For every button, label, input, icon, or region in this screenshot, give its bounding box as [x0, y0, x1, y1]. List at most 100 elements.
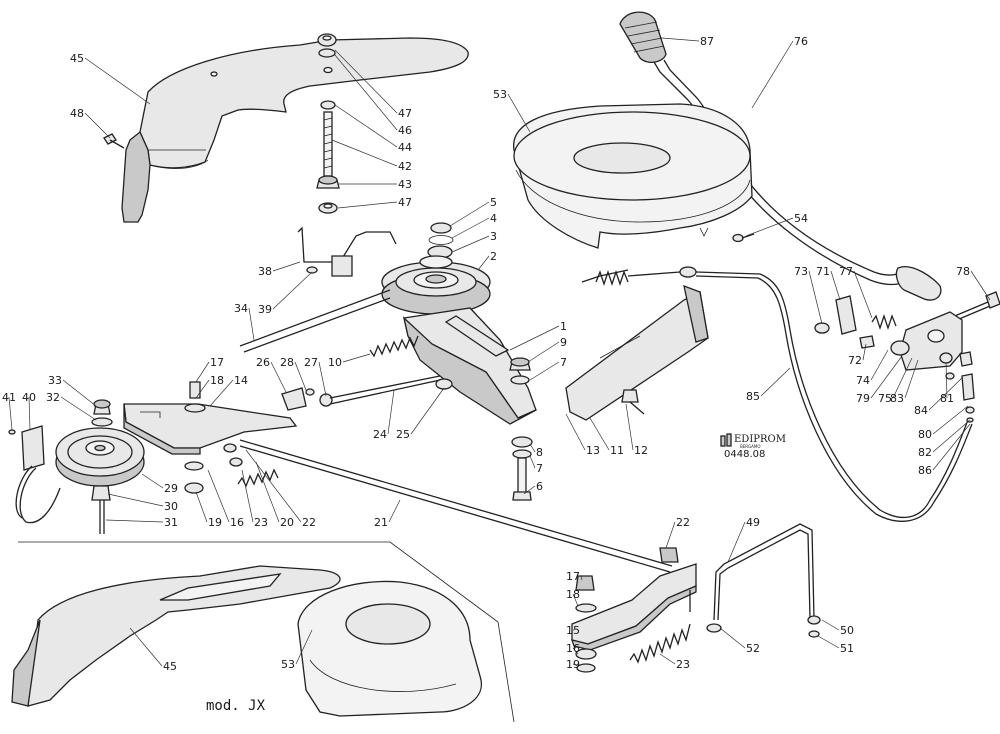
leader-line: [745, 217, 794, 237]
part-label: 44: [398, 141, 412, 154]
leader-line: [207, 469, 230, 523]
leader-line: [625, 403, 634, 451]
leader-line: [760, 367, 791, 397]
part-label: 27: [304, 356, 318, 369]
part-label: 3: [490, 230, 497, 243]
leader-line: [334, 54, 398, 131]
leader-line: [527, 341, 560, 363]
leader-line: [932, 405, 969, 435]
leader-line: [928, 377, 963, 411]
model-label: mod. JX: [206, 698, 266, 714]
inset-frame: [18, 541, 515, 723]
leader-line: [451, 235, 490, 253]
leader-line: [270, 361, 287, 393]
leader-line: [572, 663, 579, 667]
part-label: 38: [258, 265, 272, 278]
part-label: 22: [676, 516, 690, 529]
part-label: 47: [398, 107, 412, 120]
leader-line: [248, 307, 255, 341]
leader-line: [84, 57, 151, 105]
part-label: 16: [566, 642, 580, 655]
part-label: 76: [794, 35, 808, 48]
belt-guide-40: [8, 425, 61, 524]
part-label: 2: [490, 250, 497, 263]
spring-bracket-71: [814, 295, 897, 335]
leader-line: [272, 261, 301, 272]
rod-49: [706, 523, 821, 638]
part-label: 51: [840, 642, 854, 655]
leader-line: [853, 270, 873, 319]
part-label: 45: [70, 52, 84, 65]
part-label: 10: [328, 356, 342, 369]
part-label: 23: [676, 658, 690, 671]
part-label: 22: [302, 516, 316, 529]
leader-line: [8, 396, 13, 431]
part-label: 21: [374, 516, 388, 529]
bracket-11: [565, 284, 709, 421]
part-label: 8: [536, 446, 543, 459]
leader-line: [970, 270, 991, 301]
leader-line: [195, 491, 208, 523]
leader-line: [904, 359, 919, 399]
part-label: 79: [856, 392, 870, 405]
brand-code: 0448.08: [724, 449, 765, 460]
part-label: 82: [918, 446, 932, 459]
part-label: 81: [940, 392, 954, 405]
leader-line: [821, 619, 840, 631]
part-label: 33: [48, 374, 62, 387]
part-label: 18: [210, 374, 224, 387]
part-label: 85: [746, 390, 760, 403]
part-label: 31: [164, 516, 178, 529]
part-label: 11: [610, 444, 624, 457]
part-label: 16: [230, 516, 244, 529]
part-label: 9: [560, 336, 567, 349]
part-label: 73: [794, 265, 808, 278]
leader-line: [580, 575, 583, 581]
drive-belt-34: [239, 289, 391, 353]
leader-line: [870, 349, 889, 381]
pulley-cover-53: [513, 103, 753, 249]
leader-line: [932, 423, 971, 471]
leader-line: [830, 270, 841, 301]
leader-line: [661, 37, 700, 42]
part-label: 28: [280, 356, 294, 369]
part-label: 54: [794, 212, 808, 225]
leader-line: [272, 271, 313, 310]
leader-line: [719, 627, 746, 649]
washer-46: [318, 48, 336, 58]
clip-22: [659, 547, 679, 563]
part-label: 5: [490, 196, 497, 209]
leader-line: [387, 389, 395, 435]
part-label: 46: [398, 124, 412, 137]
leader-line: [572, 647, 579, 655]
nut-47-top: [317, 33, 337, 47]
leader-line: [529, 443, 536, 453]
part-label: 75: [878, 392, 892, 405]
part-label: 48: [70, 107, 84, 120]
part-label: 49: [746, 516, 760, 529]
leader-lines: [8, 37, 991, 667]
part-label: 24: [373, 428, 387, 441]
part-label: 14: [234, 374, 248, 387]
part-label: 71: [816, 265, 830, 278]
leader-line: [589, 417, 610, 451]
part-label: 12: [634, 444, 648, 457]
part-label: 86: [918, 464, 932, 477]
part-label: 1: [560, 320, 567, 333]
screw-54: [732, 233, 755, 243]
part-label: 7: [560, 356, 567, 369]
leader-line: [451, 217, 490, 239]
leader-line: [817, 635, 840, 649]
leader-line: [295, 629, 313, 665]
bolt-6: [511, 436, 533, 501]
part-label: 18: [566, 588, 580, 601]
part-label: 25: [396, 428, 410, 441]
part-label: 84: [914, 404, 928, 417]
part-label: 39: [258, 303, 272, 316]
leader-line: [331, 139, 398, 167]
leader-line: [808, 270, 823, 325]
part-label: 17: [566, 570, 580, 583]
idler-arm-1: [402, 307, 537, 425]
leader-line: [449, 201, 490, 227]
